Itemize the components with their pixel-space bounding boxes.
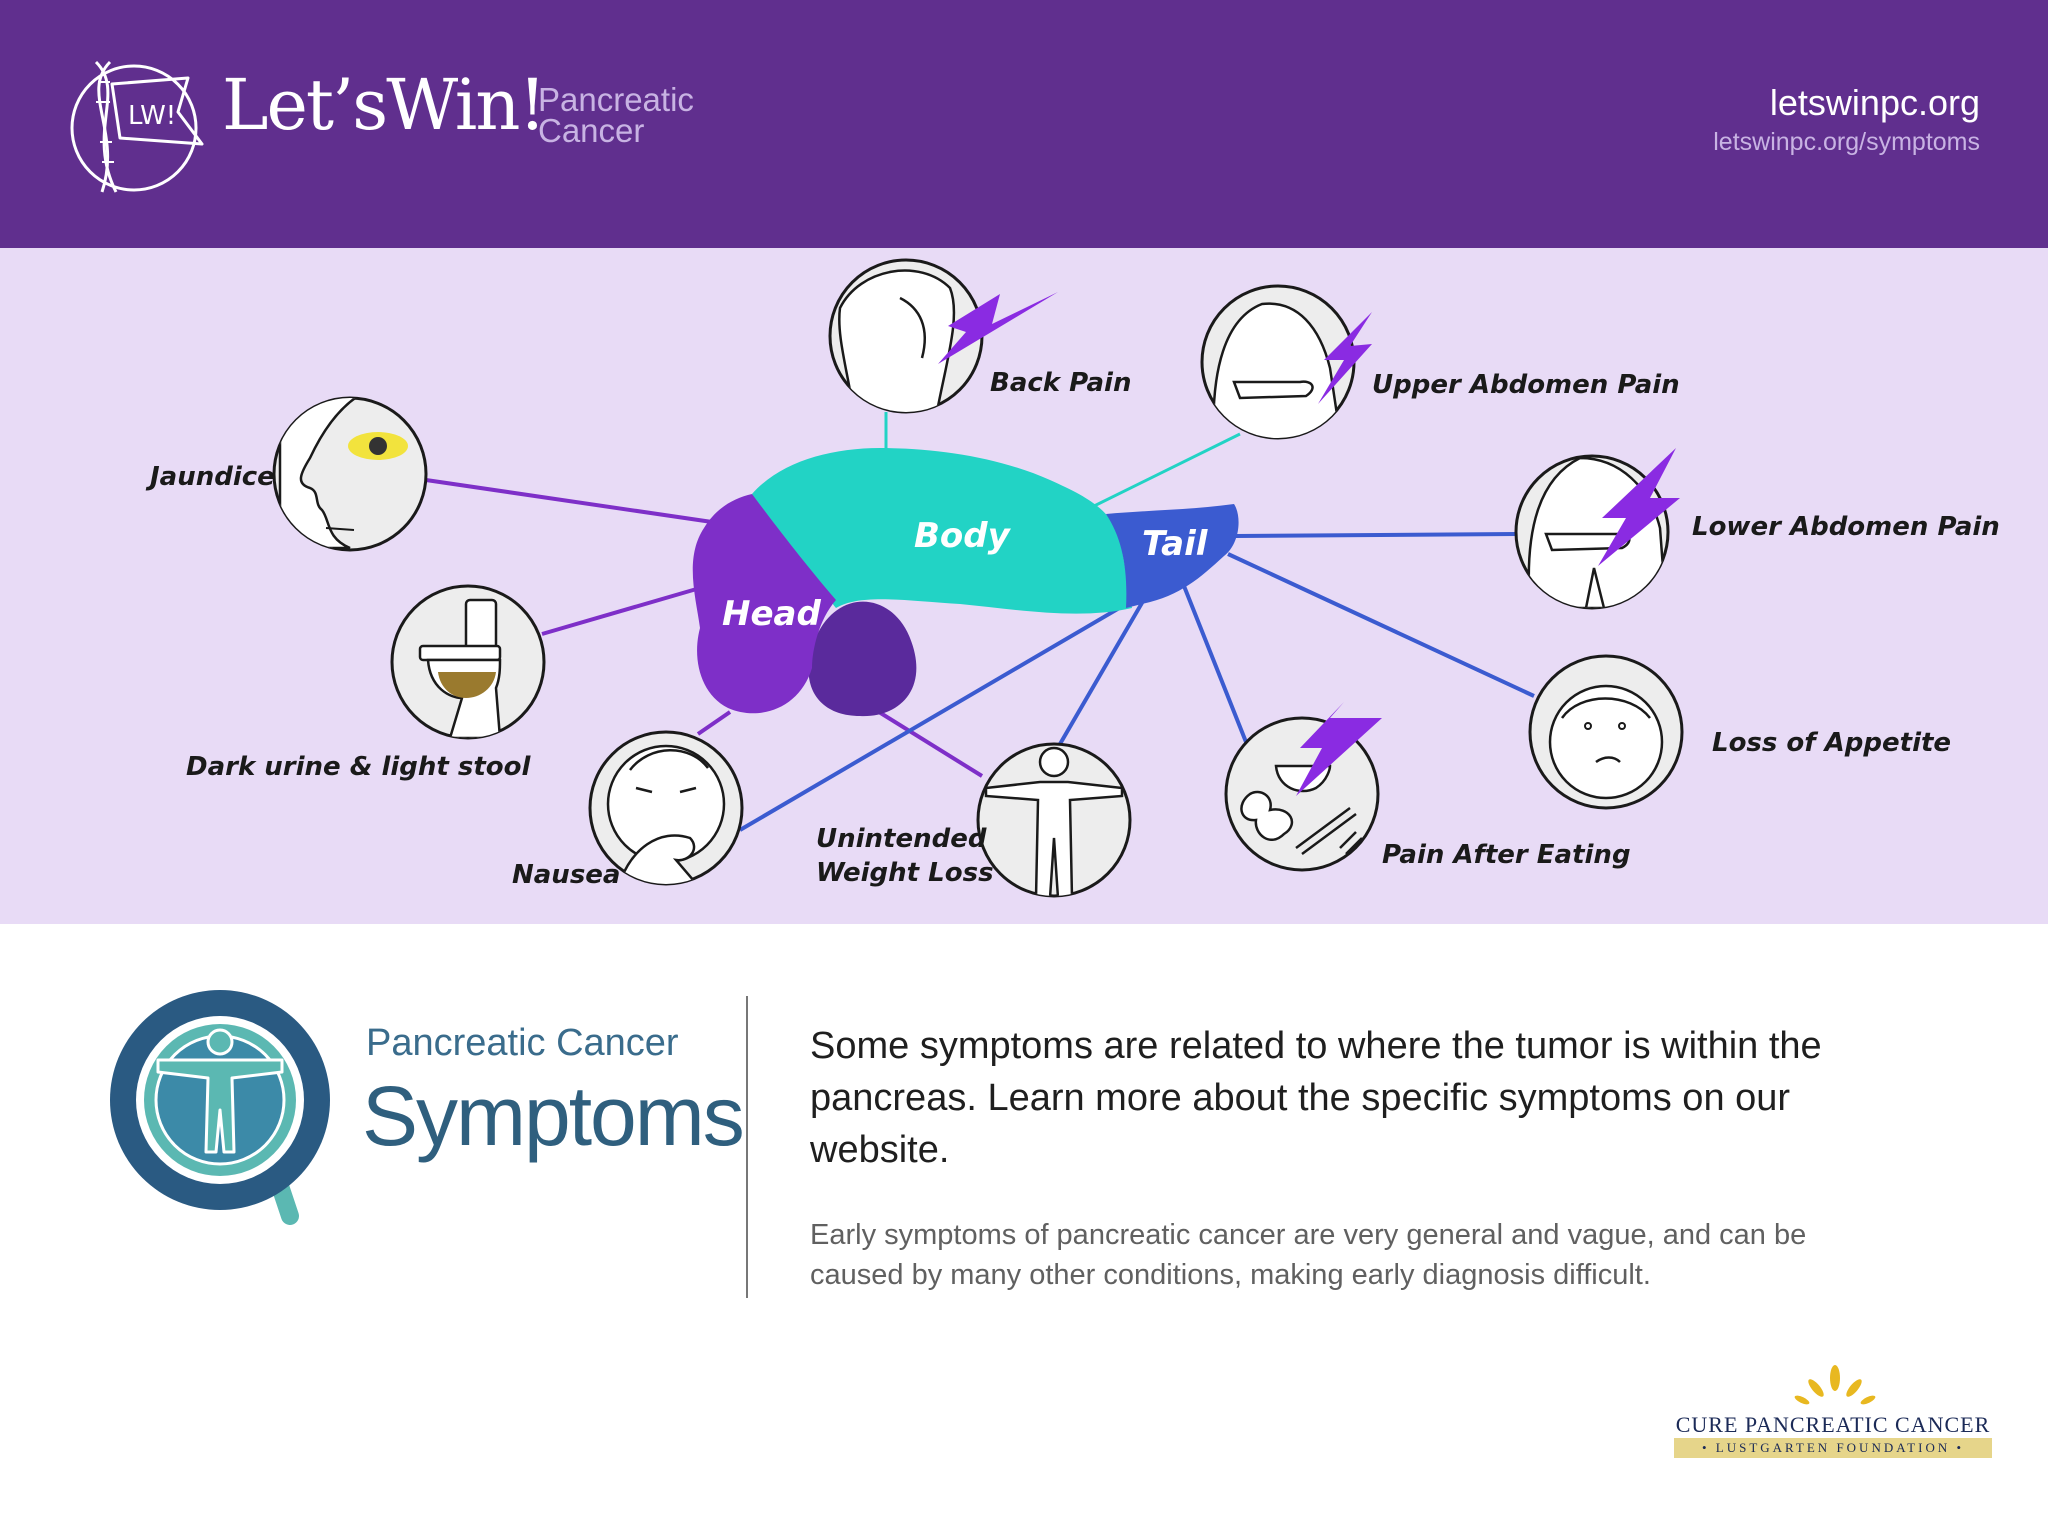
logo-monogram: LW! xyxy=(128,101,176,131)
body-label: Body xyxy=(914,516,1010,556)
nausea-face-icon xyxy=(588,730,744,886)
dark-urine-fill xyxy=(438,672,496,698)
frown-face-icon xyxy=(1528,654,1684,810)
toilet-icon xyxy=(390,584,546,740)
note-paragraph: Early symptoms of pancreatic cancer are … xyxy=(810,1219,1807,1291)
foundation-sunburst-icon xyxy=(1794,1365,1876,1405)
connector-lines xyxy=(425,412,1535,832)
connector-appetite xyxy=(1227,552,1535,698)
header-banner: LW! Let’sWin! Pancreatic Cancer letswinp… xyxy=(0,0,2048,248)
pancreas-body xyxy=(752,448,1132,614)
brand-subtitle-line1: Pancreatic xyxy=(538,81,694,118)
diagram-canvas xyxy=(272,258,1684,898)
pancreas-tail xyxy=(1106,504,1239,608)
loss-of-appetite-label: Loss of Appetite xyxy=(1712,728,1952,758)
upper-abdomen-pain-label: Upper Abdomen Pain xyxy=(1372,370,1680,400)
connector-food xyxy=(1182,585,1248,743)
symptoms-kicker: Pancreatic Cancer xyxy=(366,1022,679,1064)
lower-abdomen-pain-label: Lower Abdomen Pain xyxy=(1692,512,2000,542)
foundation-name: CURE PANCREATIC CANCER xyxy=(1675,1412,1991,1437)
connector-lower-abdomen xyxy=(1235,532,1517,538)
symptoms-diagram: Head Body Tail Back Pain Upper Abdomen P… xyxy=(0,248,2048,924)
pain-after-eating-lightning-icon xyxy=(1296,702,1382,796)
back-pain-lightning-icon xyxy=(938,292,1058,364)
lead-paragraph: Some symptoms are related to where the t… xyxy=(810,1025,1822,1171)
nausea-label: Nausea xyxy=(512,860,621,890)
tail-label: Tail xyxy=(1142,524,1208,564)
body-outline-icon xyxy=(976,742,1132,898)
food-icon xyxy=(1224,702,1382,872)
pain-after-eating-label: Pain After Eating xyxy=(1382,840,1631,870)
pancreas-head-lobe xyxy=(808,601,917,717)
connector-dark-urine xyxy=(541,586,701,636)
symptoms-title: Symptoms xyxy=(362,1069,745,1163)
weight-loss-label-line2: Weight Loss xyxy=(816,858,994,888)
connector-nausea-tail xyxy=(738,588,1152,832)
head-label: Head xyxy=(722,594,821,634)
letswin-logo-icon: LW! xyxy=(70,60,204,193)
brand-name: Let’sWin! xyxy=(222,64,547,146)
jaundice-eye-icon xyxy=(272,396,428,552)
brand-subtitle-line2: Cancer xyxy=(538,112,645,149)
brand-subtitle: Pancreatic Cancer xyxy=(538,81,694,149)
connector-upper-abdomen xyxy=(1085,432,1241,512)
connector-jaundice xyxy=(425,478,713,524)
site-url-link[interactable]: letswinpc.org xyxy=(1769,82,1980,123)
weight-loss-label: Unintended Weight Loss xyxy=(816,822,994,890)
back-pain-icon xyxy=(828,258,1058,414)
back-pain-label: Back Pain xyxy=(990,368,1132,398)
dark-urine-label: Dark urine & light stool xyxy=(186,752,531,782)
upper-abdomen-pain-icon xyxy=(1200,284,1372,440)
symptoms-magnifier-icon xyxy=(110,990,330,1225)
pancreas-illustration xyxy=(692,448,1239,717)
foundation-subtitle: • LUSTGARTEN FOUNDATION • xyxy=(1674,1438,1992,1458)
symptoms-url-link[interactable]: letswinpc.org/symptoms xyxy=(1713,128,1980,156)
connector-weight-tail xyxy=(1058,594,1148,746)
vertical-divider xyxy=(746,996,748,1298)
lower-abdomen-lightning-icon xyxy=(1598,448,1680,566)
lower-abdomen-pain-icon xyxy=(1514,448,1680,610)
weight-loss-label-line1: Unintended xyxy=(816,824,987,854)
jaundice-label: Jaundice xyxy=(150,462,275,492)
pancreas-head xyxy=(692,494,836,714)
connector-nausea-head xyxy=(696,710,732,736)
upper-abdomen-lightning-icon xyxy=(1318,312,1372,404)
